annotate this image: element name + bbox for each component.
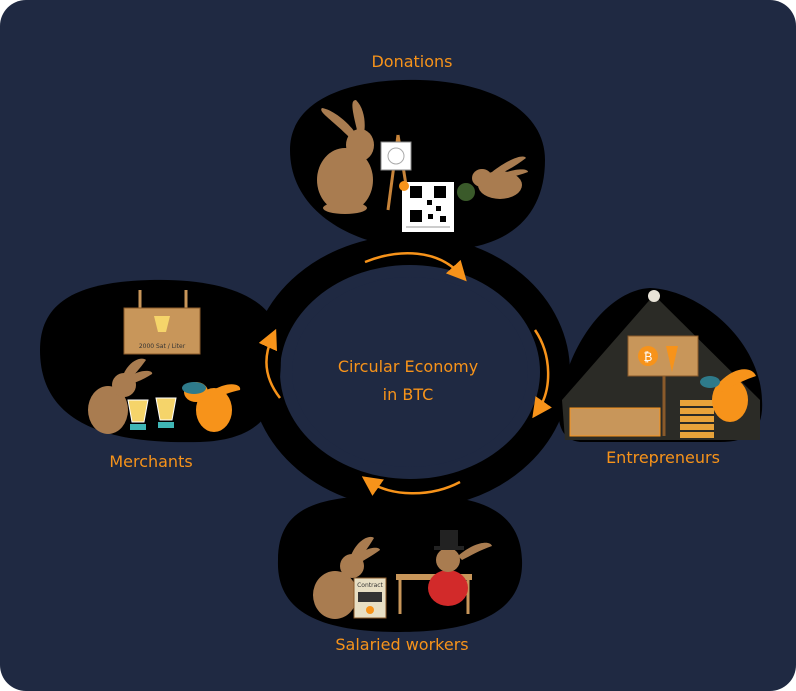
central-hole: [292, 277, 528, 467]
merchants-node: 2000 Sat / Liter: [40, 279, 281, 443]
entrepreneurs-label: Entrepreneurs: [606, 448, 720, 467]
donations-node: [290, 79, 545, 251]
beer-mug-right-icon: [155, 397, 177, 428]
contract-scribble: [358, 592, 382, 602]
contract-text: Contract: [357, 582, 383, 589]
salaried-workers-node: Contract: [277, 494, 523, 632]
carrot-field: [569, 407, 661, 437]
bitcoin-symbol-icon: ₿: [644, 350, 653, 364]
merchant-rabbit-icon: [88, 358, 153, 434]
bitcoin-logo-icon: [638, 346, 658, 366]
merchants-label: Merchants: [109, 452, 192, 471]
center-title-line1: Circular Economy: [338, 357, 478, 376]
contract-coin-icon: [366, 606, 374, 614]
customer-fox-icon: [182, 382, 241, 432]
shop-sign: [627, 335, 699, 377]
donor-rabbit-icon: [472, 156, 528, 199]
bitcoin-coin-icon: [399, 181, 409, 191]
lamp-icon: [648, 290, 660, 302]
coin-bag-icon: [457, 183, 475, 201]
beer-mug-left-icon: [127, 399, 149, 430]
merchant-sign-text: 2000 Sat / Liter: [139, 343, 186, 350]
donations-label: Donations: [371, 52, 452, 71]
worker-rabbit-icon: [313, 536, 380, 619]
arrow-entrepreneurs-to-workers: [532, 329, 552, 419]
arrow-donations-to-entrepreneurs: [364, 252, 467, 282]
arrow-workers-to-merchants: [361, 476, 461, 496]
painter-rabbit-icon: [317, 100, 374, 214]
boss-rabbit-icon: [428, 530, 492, 606]
qr-code-icon: [402, 182, 454, 232]
entrepreneurs-node: ₿: [558, 288, 763, 442]
carrot-icon: [666, 346, 678, 372]
salaried-workers-label: Salaried workers: [335, 635, 468, 654]
farmer-fox-icon: [700, 369, 756, 422]
arrow-merchants-to-donations: [258, 328, 281, 399]
center-title-line2: in BTC: [383, 385, 434, 404]
beer-glass-icon: [154, 316, 170, 332]
carrot-pile-icon: [680, 400, 714, 438]
